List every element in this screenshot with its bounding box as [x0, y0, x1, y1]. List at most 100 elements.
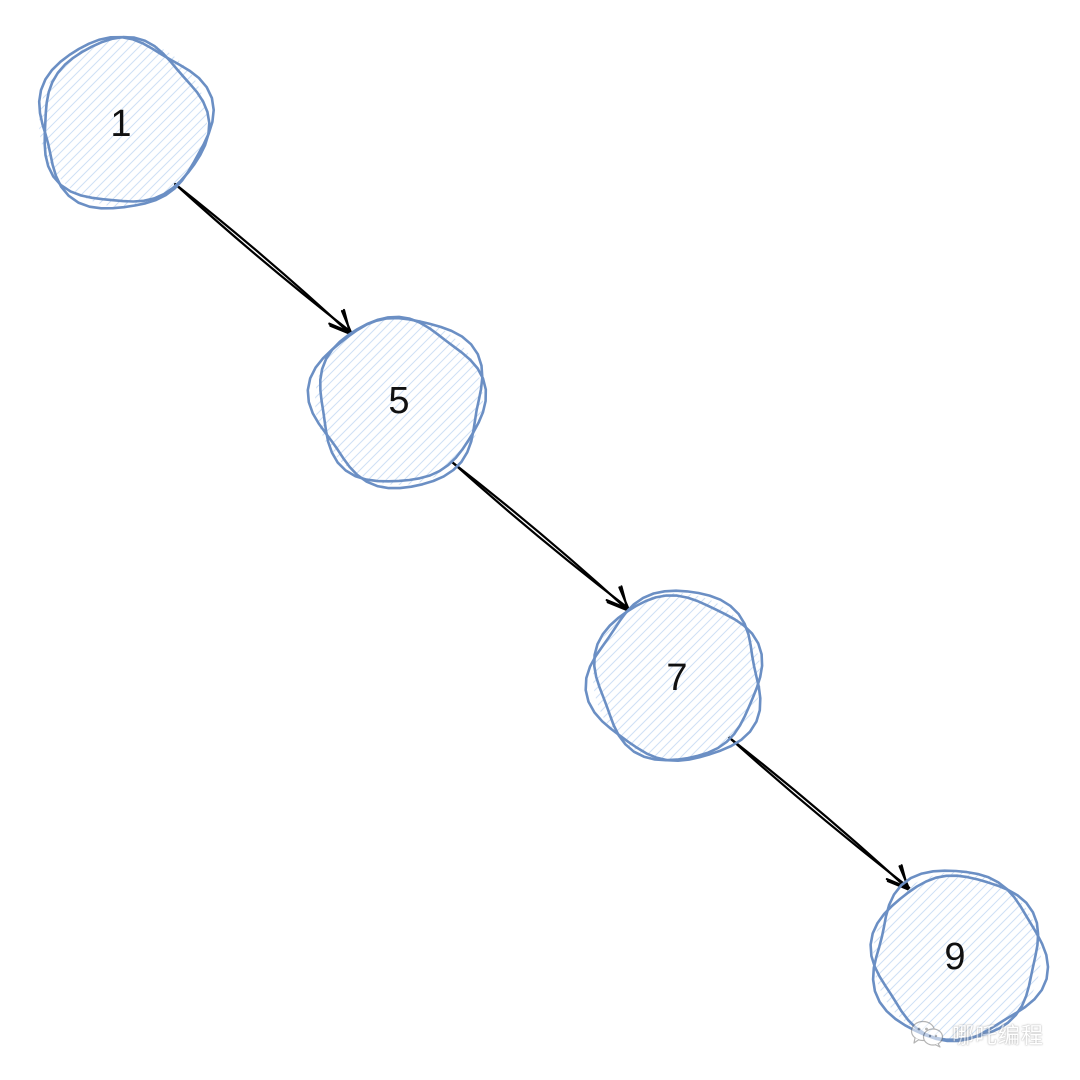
hatch-line	[315, 317, 325, 485]
hatch-line	[407, 317, 483, 485]
hatch-line	[86, 39, 207, 207]
hatch-line	[748, 593, 761, 761]
hatch-line	[315, 317, 424, 485]
node-outline-stroke	[869, 874, 1040, 1041]
hatch-line	[873, 872, 901, 1040]
hatch-line	[353, 317, 483, 485]
hatch-line	[315, 317, 442, 485]
hatch-line	[380, 317, 483, 485]
hatch-line	[593, 593, 657, 761]
hatch-line	[344, 317, 483, 485]
hatch-line	[873, 872, 937, 1040]
hatch-line	[315, 317, 451, 485]
hatch-line	[149, 39, 207, 207]
hatch-line	[315, 317, 415, 485]
hatch-line	[694, 593, 761, 761]
hatch-line	[68, 39, 207, 207]
hatch-line	[158, 39, 207, 207]
hatch-line	[315, 317, 388, 485]
hatch-line	[315, 317, 370, 485]
hatch-line	[873, 872, 1036, 1040]
edge-line	[728, 736, 911, 889]
hatch-line	[203, 39, 207, 207]
hatch-line	[176, 39, 207, 207]
hatch-line	[593, 593, 729, 761]
node-1: 1	[37, 35, 215, 210]
hatch-line	[315, 317, 343, 485]
hatch-line	[902, 872, 1041, 1040]
hatch-line	[593, 593, 630, 761]
edge-n7-n9	[728, 736, 911, 891]
hatch-line	[461, 317, 483, 485]
hatch-line	[122, 39, 207, 207]
hatch-line	[593, 593, 621, 761]
hatch-line	[873, 872, 910, 1040]
hatch-line	[416, 317, 483, 485]
hatch-line	[317, 317, 483, 485]
node-7-label: 7	[666, 657, 687, 699]
hatch-line	[39, 39, 148, 207]
node-outline-stroke	[871, 869, 1050, 1043]
hatch-line	[873, 872, 874, 1040]
arrowhead	[885, 864, 910, 891]
hatch-line	[712, 593, 761, 761]
hatch-line	[113, 39, 207, 207]
node-5-outline	[306, 315, 488, 490]
hatch-line	[167, 39, 207, 207]
hatch-line	[947, 872, 1041, 1040]
hatch-line	[315, 317, 478, 485]
hatch-line	[593, 593, 711, 761]
hatch-line	[739, 593, 761, 761]
node-9-label: 9	[944, 936, 965, 978]
hatch-line	[470, 317, 483, 485]
hatch-line	[593, 593, 702, 761]
hatch-line	[873, 872, 964, 1040]
hatch-line	[39, 39, 139, 207]
hatch-line	[140, 39, 207, 207]
hatch-line	[929, 872, 1041, 1040]
hatch-line	[39, 39, 40, 207]
hatch-line	[39, 39, 157, 207]
hatch-line	[39, 39, 112, 207]
hatch-line	[104, 39, 207, 207]
node-5: 5	[306, 315, 488, 490]
node-5-label: 5	[388, 380, 409, 422]
hatch-line	[965, 872, 1041, 1040]
hatch-line	[1037, 872, 1041, 1040]
node-outline-stroke	[43, 35, 211, 203]
node-1-outline	[37, 35, 215, 210]
hatch-line	[911, 872, 1041, 1040]
node-1-hatch	[39, 39, 207, 207]
hatch-line	[39, 39, 121, 207]
hatch-line	[593, 593, 693, 761]
hatch-line	[371, 317, 483, 485]
node-9: 9	[869, 869, 1050, 1043]
hatch-line	[315, 317, 316, 485]
hatch-line	[479, 317, 483, 485]
hatch-line	[77, 39, 207, 207]
hatch-line	[873, 872, 883, 1040]
hatch-line	[667, 593, 761, 761]
node-outline-stroke	[306, 316, 484, 490]
node-9-outline	[869, 869, 1050, 1043]
node-7: 7	[584, 589, 764, 762]
hatch-line	[873, 872, 982, 1040]
hatch-line	[974, 872, 1041, 1040]
hatch-line	[593, 593, 684, 761]
hatch-line	[593, 593, 594, 761]
hatch-line	[389, 317, 483, 485]
edge-line	[174, 182, 353, 334]
hatch-line	[622, 593, 761, 761]
wechat-icon	[910, 1020, 944, 1048]
node-outline-stroke	[319, 315, 488, 483]
edge-n1-n5	[174, 182, 353, 335]
hatch-line	[315, 317, 433, 485]
node-5-hatch	[315, 317, 483, 485]
hatch-line	[131, 39, 207, 207]
hatch-line	[39, 39, 94, 207]
hatch-line	[703, 593, 761, 761]
node-outline-stroke	[584, 589, 762, 762]
edges-layer	[174, 182, 911, 891]
hatch-line	[362, 317, 483, 485]
